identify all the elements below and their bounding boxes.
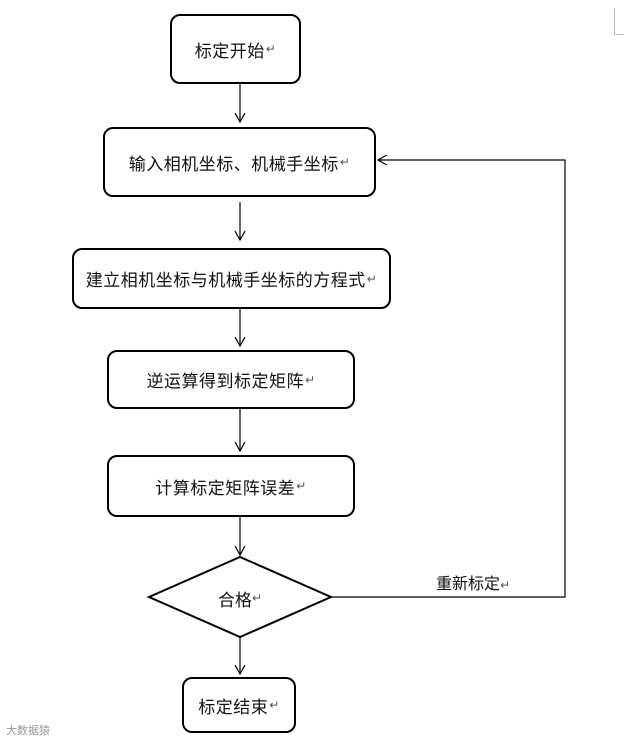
return-mark-icon: ↵ bbox=[500, 578, 511, 592]
start-node: 标定开始↵ bbox=[170, 14, 301, 84]
matrix-error-node: 计算标定矩阵误差↵ bbox=[107, 455, 355, 517]
return-mark-icon: ↵ bbox=[296, 479, 307, 493]
decision-diamond bbox=[146, 555, 334, 639]
decision-label-wrap: 合格↵ bbox=[150, 580, 330, 616]
return-mark-icon: ↵ bbox=[269, 698, 280, 712]
end-node: 标定结束↵ bbox=[182, 677, 296, 733]
return-mark-icon: ↵ bbox=[339, 155, 351, 169]
return-mark-icon: ↵ bbox=[304, 372, 316, 387]
build-equation-label: 建立相机坐标与机械手坐标的方程式 bbox=[85, 271, 366, 291]
inverse-matrix-label: 逆运算得到标定矩阵 bbox=[146, 372, 304, 392]
watermark: 大数据猿 bbox=[6, 724, 50, 737]
start-node-label: 标定开始 bbox=[194, 41, 265, 62]
loop-back-connector bbox=[331, 154, 566, 598]
return-mark-icon: ↵ bbox=[366, 271, 378, 286]
return-mark-icon: ↵ bbox=[251, 591, 263, 605]
build-equation-node: 建立相机坐标与机械手坐标的方程式↵ bbox=[72, 248, 391, 309]
return-mark-icon: ↵ bbox=[265, 42, 277, 56]
matrix-error-label: 计算标定矩阵误差 bbox=[155, 478, 296, 499]
decision-label: 合格 bbox=[217, 590, 252, 611]
input-coordinates-label: 输入相机坐标、机械手坐标 bbox=[128, 154, 339, 175]
end-node-label: 标定结束 bbox=[198, 697, 269, 718]
inverse-matrix-node: 逆运算得到标定矩阵↵ bbox=[107, 350, 355, 409]
input-coordinates-node: 输入相机坐标、机械手坐标↵ bbox=[103, 127, 376, 197]
loop-label: 重新标定 bbox=[436, 574, 501, 593]
page-corner-mark bbox=[614, 8, 624, 35]
loop-label-wrap: 重新标定↵ bbox=[436, 570, 510, 594]
